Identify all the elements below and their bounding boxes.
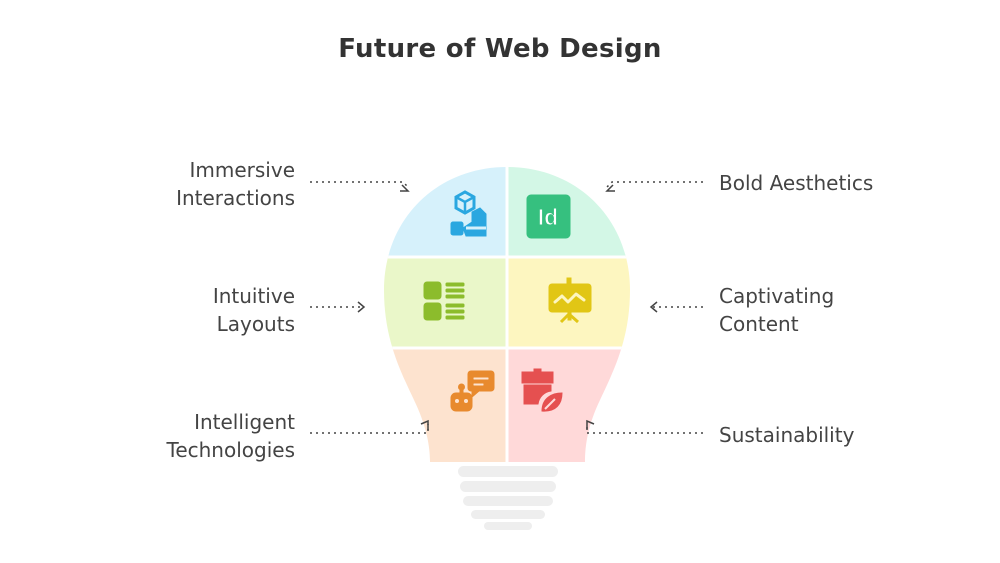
robot-chat-icon: [450, 370, 495, 412]
label-bold-aesthetics: Bold Aesthetics: [719, 169, 873, 197]
connectors: [310, 181, 703, 434]
segment-intuitive: [384, 257, 507, 348]
label-line: Intelligent: [194, 410, 295, 434]
svg-text:Id: Id: [538, 204, 558, 230]
arrowhead-immersive: [400, 184, 410, 192]
arrowhead-captivating: [649, 301, 658, 313]
arrowhead-intelligent: [420, 419, 429, 430]
page-title: Future of Web Design: [338, 34, 662, 64]
label-line: Sustainability: [719, 423, 855, 447]
label-line: Interactions: [176, 186, 295, 210]
connector-immersive: [310, 181, 409, 188]
connector-intelligent: [310, 424, 429, 434]
label-line: Immersive: [189, 158, 295, 182]
label-line: Technologies: [166, 438, 295, 462]
label-intuitive-layouts: Intuitive Layouts: [120, 282, 295, 338]
arrowhead-bold: [605, 184, 615, 192]
vr-interaction-icon: [450, 190, 487, 237]
bulb-body: [384, 167, 630, 462]
segment-intelligent: [384, 348, 507, 462]
label-captivating-content: Captivating Content: [719, 282, 834, 338]
label-line: Content: [719, 312, 799, 336]
label-immersive-interactions: Immersive Interactions: [120, 156, 295, 212]
label-line: Bold Aesthetics: [719, 171, 874, 195]
label-line: Intuitive: [212, 284, 295, 308]
layout-grid-icon: [423, 281, 465, 321]
label-intelligent-technologies: Intelligent Technologies: [120, 408, 295, 464]
indesign-icon: Id: [526, 194, 571, 239]
arrowhead-intuitive: [357, 301, 366, 313]
label-line: Layouts: [216, 312, 295, 336]
label-sustainability: Sustainability: [719, 421, 854, 449]
connector-sustainability: [586, 424, 703, 434]
segment-immersive: [384, 167, 507, 257]
presentation-chart-icon: [548, 277, 592, 324]
eco-box-icon: [521, 368, 563, 412]
segment-sustainability: [507, 348, 630, 462]
label-line: Captivating: [719, 284, 835, 308]
arrowhead-sustainability: [586, 419, 595, 430]
bulb-base: [458, 466, 558, 530]
connector-bold: [606, 181, 703, 188]
